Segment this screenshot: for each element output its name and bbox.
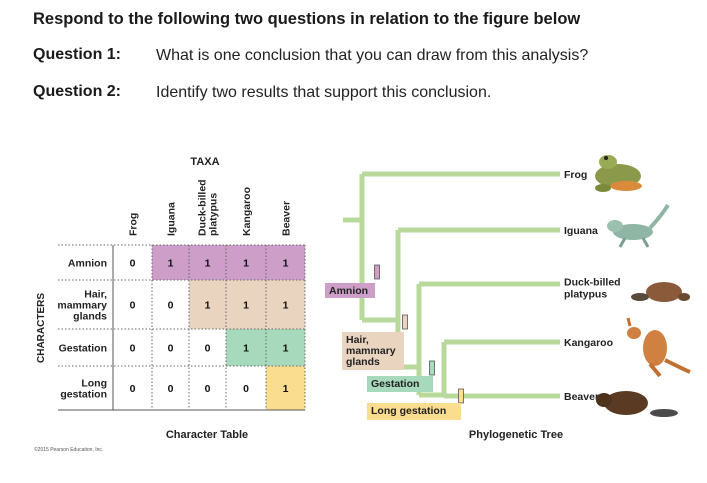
table-cell-value: 0 — [168, 343, 174, 355]
tree-taxon-label: Beaver — [564, 391, 599, 403]
tree-taxon-label: Iguana — [564, 225, 598, 237]
trait-marker — [374, 264, 380, 280]
table-cell-value: 0 — [130, 343, 136, 355]
table-cell-value: 0 — [168, 383, 174, 395]
trait-label: Amnion — [329, 285, 368, 297]
beaver-icon — [596, 391, 678, 417]
taxon-column-header: Kangaroo — [241, 187, 253, 236]
kangaroo-icon — [626, 317, 691, 378]
table-cell-fill — [266, 329, 305, 366]
phylogenetic-tree-caption: Phylogenetic Tree — [469, 429, 563, 441]
tree-taxon-label: Kangaroo — [564, 337, 613, 349]
table-cell-value: 1 — [243, 258, 249, 270]
table-cell-value: 1 — [283, 343, 289, 355]
table-cell-value: 1 — [243, 343, 249, 355]
frog-icon — [595, 155, 642, 192]
table-cell-value: 1 — [283, 300, 289, 312]
table-cell-value: 1 — [205, 300, 211, 312]
character-table-caption: Character Table — [166, 429, 248, 441]
trait-marker — [429, 360, 435, 376]
table-cell-value: 0 — [130, 300, 136, 312]
question-2-label: Question 2: — [33, 83, 122, 100]
trait-label-box — [325, 283, 375, 298]
table-cell-fill — [266, 366, 305, 410]
table-cell-value: 0 — [130, 258, 136, 270]
trait-marker — [402, 314, 408, 330]
table-cell-value: 0 — [243, 383, 249, 395]
taxa-header: TAXA — [190, 156, 219, 168]
table-cell-value: 1 — [243, 300, 249, 312]
trait-label: Gestation — [371, 378, 419, 390]
table-cell-value: 0 — [205, 383, 211, 395]
table-cell-fill — [226, 280, 266, 329]
taxon-column-header: Frog — [128, 213, 140, 236]
table-cell-value: 1 — [205, 258, 211, 270]
question-1-label: Question 1: — [33, 46, 122, 63]
tree-taxon-label: Frog — [564, 169, 587, 181]
taxon-column-header: Duck-billedplatypus — [197, 179, 220, 236]
characters-header: CHARACTERS — [36, 293, 47, 363]
instructions-heading: Respond to the following two questions i… — [33, 10, 581, 28]
copyright-notice: ©2015 Pearson Education, Inc. — [34, 446, 103, 453]
table-cell-fill — [226, 245, 266, 280]
taxon-column-header: Beaver — [281, 201, 293, 236]
character-table: TAXA Frog Iguana Duck-billedplatypus Kangaro… — [34, 156, 306, 453]
character-row-label: Amnion — [68, 258, 107, 270]
taxon-column-header: Iguana — [166, 202, 178, 236]
trait-label-box — [367, 376, 433, 392]
table-cell-value: 0 — [205, 343, 211, 355]
table-cell-fill — [189, 245, 226, 280]
question-2-text: Identify two results that support this c… — [156, 84, 492, 101]
table-cell-fill — [152, 245, 189, 280]
iguana-icon — [607, 203, 670, 248]
table-cell-fill — [266, 245, 305, 280]
table-cell-value: 1 — [283, 383, 289, 395]
table-cell-value: 1 — [283, 258, 289, 270]
table-cell-value: 0 — [168, 300, 174, 312]
table-cell-value: 1 — [168, 258, 174, 270]
trait-marker — [458, 388, 464, 404]
table-cell-fill — [226, 329, 266, 366]
question-1-text: What is one conclusion that you can draw… — [156, 47, 589, 64]
table-cell-fill — [189, 280, 226, 329]
table-cell-value: 0 — [130, 383, 136, 395]
platypus-icon — [631, 282, 690, 302]
trait-label-box — [367, 403, 461, 420]
trait-label-box — [342, 332, 404, 370]
trait-label: Long gestation — [371, 405, 446, 417]
table-cell-fill — [266, 280, 305, 329]
character-row-label: Gestation — [59, 343, 107, 355]
